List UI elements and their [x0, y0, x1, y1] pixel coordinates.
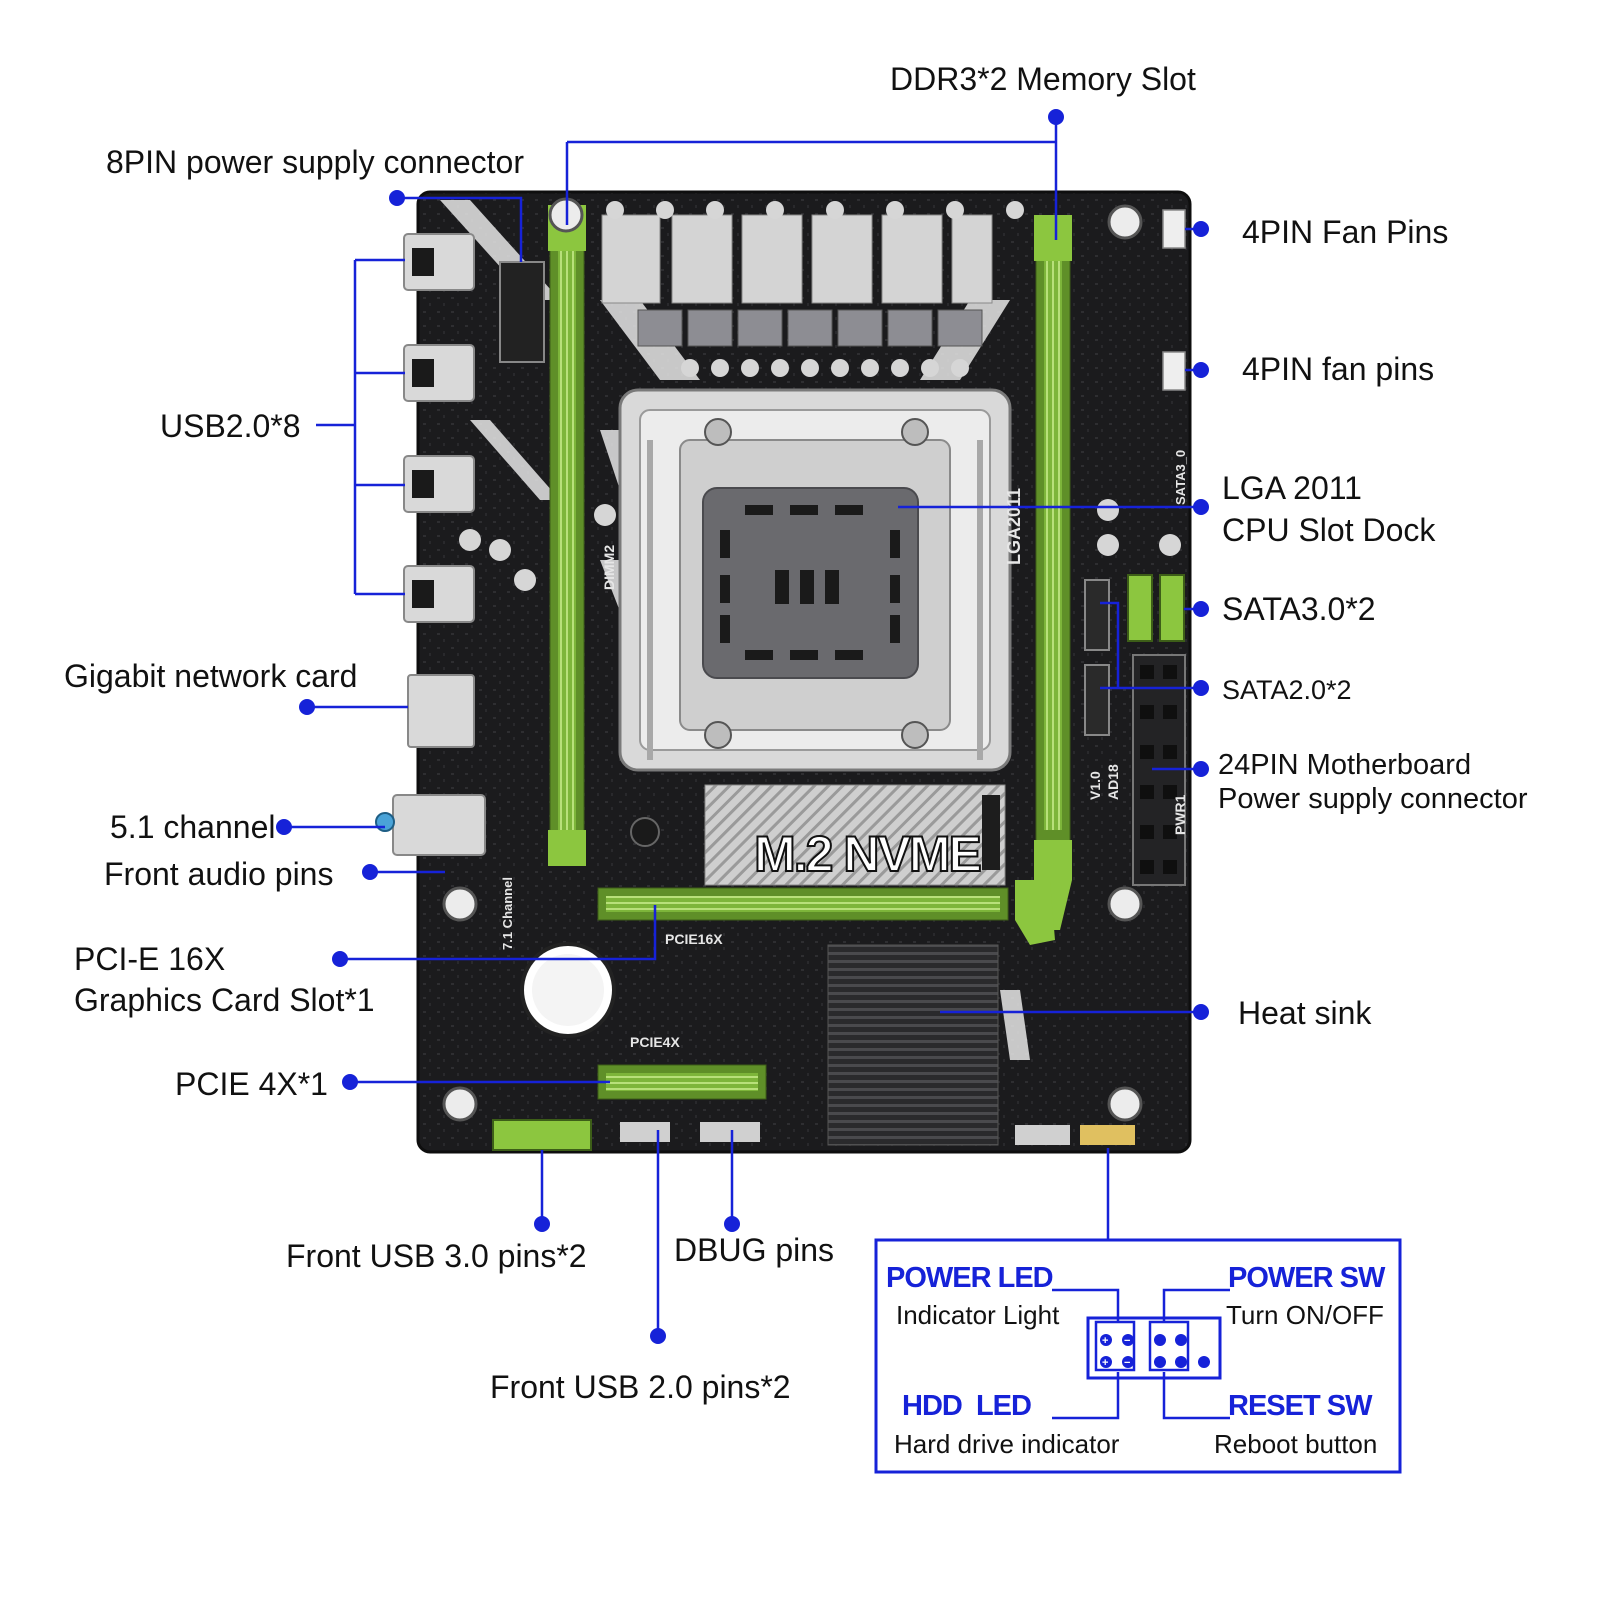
silk-lga: LGA2011 [1004, 488, 1024, 565]
callout-pcie16-line2: Graphics Card Slot*1 [74, 982, 375, 1018]
callout-dbug-pins: DBUG pins [674, 1232, 835, 1268]
panel-power-sw: POWER SW [1228, 1262, 1385, 1294]
callout-lines [284, 117, 1201, 1336]
front-panel-box: + − + − [874, 1238, 1402, 1474]
cmos-battery [520, 942, 616, 1038]
svg-text:+: + [1102, 1357, 1108, 1369]
silk-ver: V1.0 [1087, 771, 1103, 800]
callout-4pin-fan-pins-2: 4PIN fan pins [1242, 351, 1435, 387]
silk-pwr: PWR1 [1172, 794, 1188, 835]
callout-ddr3-memory-slot: DDR3*2 Memory Slot [890, 61, 1196, 97]
callout-heat-sink: Heat sink [1238, 995, 1372, 1031]
panel-power-led: POWER LED [886, 1262, 1054, 1294]
pcie16-slot [597, 880, 1055, 945]
atx-24pin [1132, 654, 1186, 886]
vrm-heatsink [601, 214, 993, 304]
usb3-header [492, 1119, 592, 1151]
callout-pcie4: PCIE 4X*1 [175, 1066, 328, 1102]
silk-dimm2: DIMM2 [601, 545, 617, 590]
capacitors [459, 201, 1181, 591]
callout-lga2011-line2: CPU Slot Dock [1222, 512, 1436, 548]
sata-ports [1084, 574, 1185, 736]
callout-24pin-line2: Power supply connector [1218, 783, 1528, 815]
silk-pcie4: PCIE4X [630, 1034, 680, 1050]
callout-usb2-rear: USB2.0*8 [160, 408, 301, 444]
silk-pcie16: PCIE16X [665, 931, 723, 947]
callout-front-usb3: Front USB 3.0 pins*2 [286, 1238, 587, 1274]
callout-front-usb2: Front USB 2.0 pins*2 [490, 1369, 791, 1405]
dimm-slot-right [1034, 215, 1072, 930]
callout-24pin-line1: 24PIN Motherboard [1218, 749, 1472, 781]
panel-hdd-led-sub: Hard drive indicator [894, 1429, 1120, 1459]
panel-power-sw-sub: Turn ON/OFF [1226, 1300, 1384, 1330]
silk-sata: SATA3_0 [1173, 450, 1188, 505]
front-panel-pins [1100, 1334, 1210, 1368]
pcie4-slot [597, 1064, 767, 1100]
cpu-socket [618, 388, 1012, 772]
callout-sata3: SATA3.0*2 [1222, 591, 1376, 627]
bottom-pin-headers [620, 1122, 1135, 1145]
cpu-8pin [499, 261, 545, 363]
audio-jack-icon [375, 812, 395, 832]
svg-text:+: + [1102, 1335, 1108, 1347]
silk-channel: 7.1 Channel [500, 877, 515, 950]
svg-text:−: − [1124, 1357, 1130, 1369]
silk-model: AD18 [1105, 764, 1121, 800]
callout-dots [276, 109, 1209, 1344]
panel-hdd-led: HDD LED [902, 1390, 1032, 1422]
panel-reset-sw-sub: Reboot button [1214, 1429, 1378, 1459]
callout-sata2: SATA2.0*2 [1222, 675, 1352, 705]
callout-8pin-power-connector: 8PIN power supply connector [106, 144, 524, 180]
callout-5-1-channel: 5.1 channel [110, 809, 276, 845]
front-panel-header [1086, 1316, 1222, 1380]
dimm-slot-left [548, 205, 586, 866]
chipset-heatsink [827, 944, 999, 1146]
m2-label: M.2 NVME [753, 826, 983, 882]
callout-gigabit-network: Gigabit network card [64, 658, 358, 694]
fan-headers [1162, 209, 1186, 391]
callout-front-audio: Front audio pins [104, 856, 334, 892]
panel-reset-sw: RESET SW [1228, 1390, 1372, 1422]
panel-power-led-sub: Indicator Light [896, 1300, 1060, 1330]
callout-pcie16-line1: PCI-E 16X [74, 941, 226, 977]
vrm-chokes [637, 309, 983, 347]
callout-4pin-fan-pins-1: 4PIN Fan Pins [1242, 214, 1449, 250]
callout-lga2011-line1: LGA 2011 [1222, 470, 1362, 506]
svg-text:−: − [1124, 1335, 1130, 1347]
mounting-holes [442, 197, 1143, 1122]
m2-slot [630, 784, 1006, 886]
